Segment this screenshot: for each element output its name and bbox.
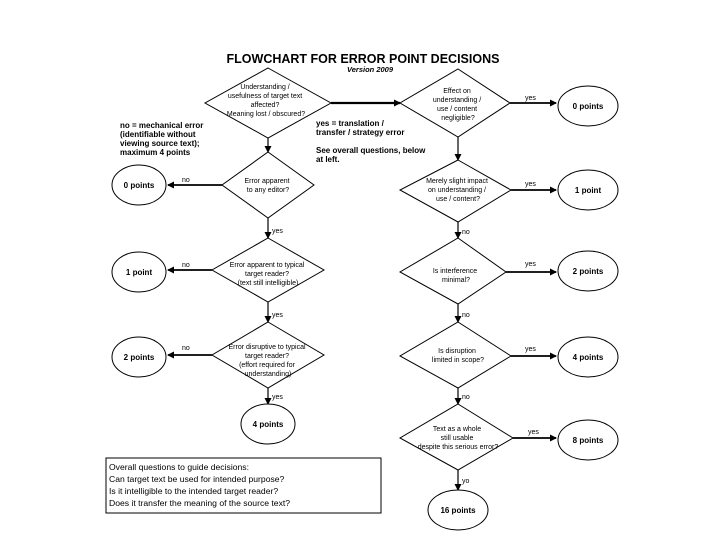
edge-label-dl1-no: no [182, 177, 190, 184]
decision-diamond-understanding [203, 67, 333, 139]
outcome-oval-right-0 [557, 85, 619, 127]
overall-questions-text: Overall questions to guide decisions: Ca… [109, 462, 290, 508]
no-meaning-note: no = mechanical error (identifiable with… [120, 121, 206, 157]
diamond-text-interference: Is interference minimal? [433, 268, 479, 284]
decision-diamond-interference-minimal [398, 237, 507, 305]
diamond-text-understanding: Understanding / usefulness of target tex… [227, 84, 305, 118]
yes-meaning-note: yes = translation / transfer / strategy … [316, 119, 404, 137]
outcome-oval-left-4 [240, 403, 296, 445]
outcome-left-4: 4 points [253, 420, 284, 429]
outcome-texts: 0 points 1 point 2 points 4 points 0 poi… [124, 102, 604, 515]
outcome-right-2: 2 points [573, 267, 604, 276]
see-overall-note: See overall questions, below at left. [316, 146, 428, 164]
decision-diamond-apparent-any-editor [221, 151, 315, 219]
outcome-oval-left-2 [111, 336, 167, 378]
edge-label-dr3-yes: yes [525, 261, 536, 268]
decision-diamond-slight-impact [398, 159, 512, 223]
version-label: Version 2009 [347, 65, 394, 74]
outcome-right-16: 16 points [440, 506, 476, 515]
outcome-right-1: 1 point [575, 186, 602, 195]
outcome-ovals [111, 85, 619, 531]
decision-diamond-apparent-typical-reader [210, 237, 326, 303]
edge-label-dl2-no: no [182, 262, 190, 269]
outcome-oval-right-16 [427, 489, 489, 531]
outcome-oval-right-1 [557, 169, 619, 211]
decision-diamonds [203, 67, 514, 471]
overall-questions-box [105, 457, 382, 514]
edge-label-dr3-no: no [462, 312, 470, 319]
edge-label-dr5-no: yo [462, 478, 470, 485]
edge-label-dr4-yes: yes [525, 346, 536, 353]
decision-diamond-text-usable [398, 403, 514, 471]
edge-label-dr2-yes: yes [525, 181, 536, 188]
diamond-text-text-usable: Text as a whole still usable despite thi… [418, 426, 499, 451]
outcome-left-2: 2 points [124, 353, 155, 362]
outcome-right-8: 8 points [573, 436, 604, 445]
edge-label-dl3-no: no [182, 345, 190, 352]
outcome-right-0: 0 points [573, 102, 604, 111]
outcome-oval-left-1 [111, 251, 167, 293]
outcome-left-1: 1 point [126, 268, 153, 277]
edge-labels: yes no yes no yes no yes yes no yes no y… [182, 95, 539, 485]
diamond-text-any-editor: Error apparent to any editor? [244, 178, 291, 194]
edge-label-dl2-yes: yes [272, 312, 283, 319]
outcome-oval-left-0 [111, 164, 167, 206]
edge-label-top-right-yes: yes [525, 95, 536, 102]
diamond-text-disruption-limited: Is disruption limited in scope? [432, 348, 484, 364]
flowchart-title: FLOWCHART FOR ERROR POINT DECISIONS [227, 52, 500, 66]
diamond-text-slight-impact: Merely slight impact on understanding / … [426, 178, 490, 203]
edge-label-dl1-yes: yes [272, 228, 283, 235]
edge-label-dr4-no: no [462, 394, 470, 401]
decision-diamond-effect-negligible [399, 68, 511, 138]
decision-diamond-disruptive [211, 321, 325, 389]
diamond-texts: Understanding / usefulness of target tex… [227, 84, 498, 451]
decision-diamond-disruption-limited [398, 321, 512, 389]
outcome-oval-right-8 [557, 419, 619, 461]
diamond-text-disruptive: Error disruptive to typical target reade… [229, 344, 308, 378]
outcome-oval-right-2 [557, 250, 619, 292]
connectors [167, 99, 557, 491]
edge-label-dr2-no: no [462, 229, 470, 236]
outcome-right-4: 4 points [573, 353, 604, 362]
outcome-oval-right-4 [557, 336, 619, 378]
diamond-text-effect: Effect on understanding / use / content … [433, 88, 483, 122]
edge-label-dl3-yes: yes [272, 394, 283, 401]
diamond-text-typical-reader: Error apparent to typical target reader?… [230, 262, 307, 287]
edge-label-dr5-yes: yes [528, 429, 539, 436]
outcome-left-0: 0 points [124, 181, 155, 190]
